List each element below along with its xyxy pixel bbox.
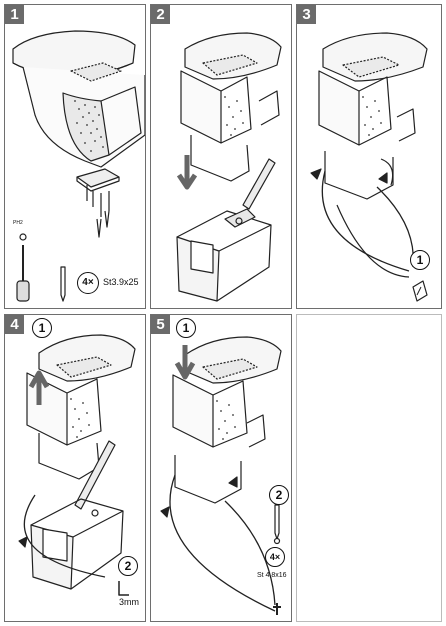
armrest-mounted-illustration (310, 32, 428, 302)
step-4-panel: 4 (4, 314, 146, 622)
step-5-panel: 5 (150, 314, 292, 622)
tool-label: PH2 (13, 220, 23, 226)
step-1-panel: 1 (4, 4, 146, 309)
step-number: 5 (151, 315, 170, 334)
armrest-lower-and-fasten-illustration (160, 336, 282, 615)
screw-spec-label: St3.9x25 (103, 277, 139, 287)
armrest-bottom-view-illustration (12, 30, 145, 302)
callout-2: 2 (269, 485, 289, 505)
allen-key-size-label: 3mm (119, 597, 139, 607)
callout-1: 1 (176, 318, 196, 338)
step-3-panel: 3 (296, 4, 442, 309)
screw-spec-label: St 4,8x16 (257, 572, 287, 579)
callout-1: 1 (410, 250, 430, 270)
callout-2: 2 (118, 556, 138, 576)
step-number: 3 (297, 5, 316, 24)
step-number: 1 (5, 5, 24, 24)
callout-1: 1 (32, 318, 52, 338)
armrest-raise-and-tighten-illustration (18, 334, 136, 596)
step-number: 4 (5, 315, 24, 334)
screw-quantity-badge: 4× (265, 547, 285, 567)
screw-quantity-badge: 4× (77, 272, 99, 294)
armrest-lowered-onto-base-illustration (176, 32, 282, 302)
step-number: 2 (151, 5, 170, 24)
step-2-panel: 2 (150, 4, 292, 309)
empty-panel (296, 314, 442, 622)
